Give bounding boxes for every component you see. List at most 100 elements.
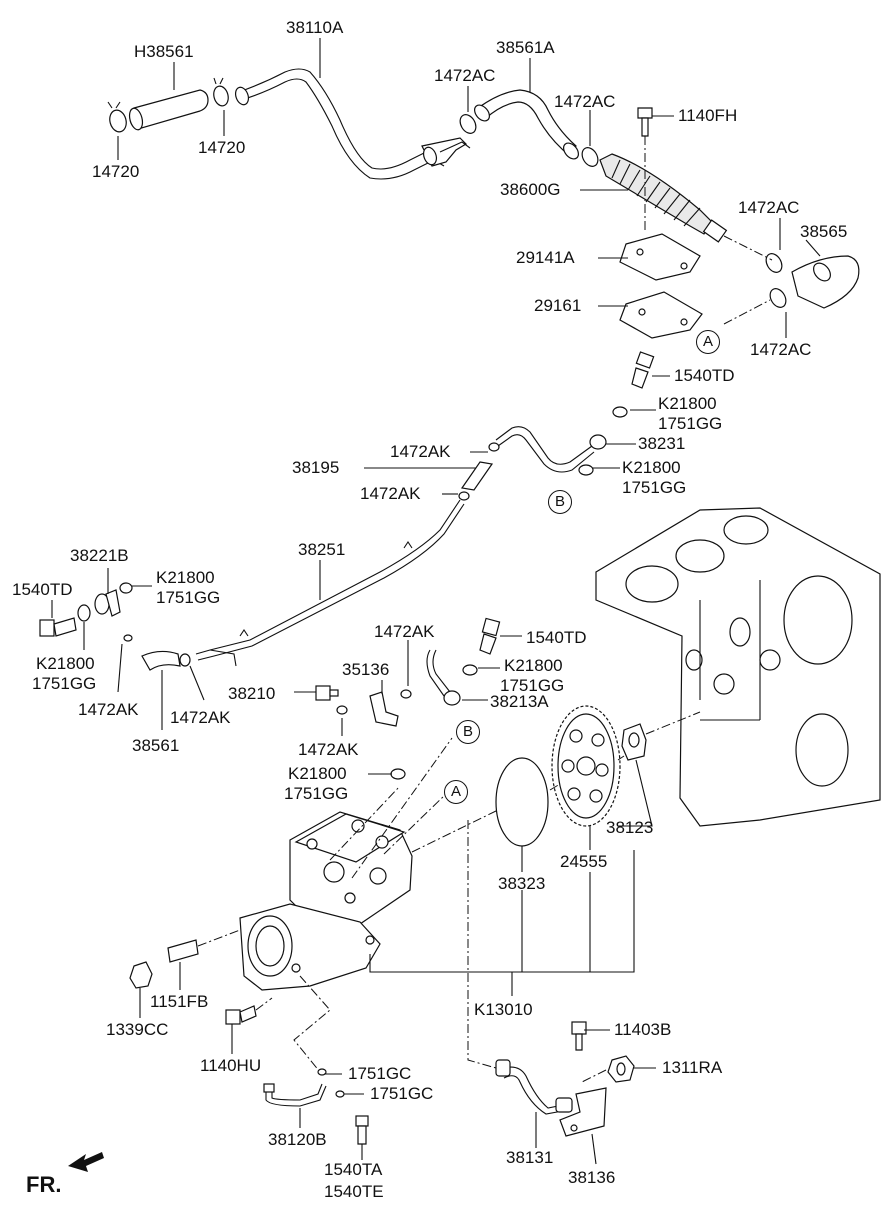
- label-k21800-d: K21800: [36, 654, 95, 673]
- bolt-1540td-c: [479, 617, 501, 655]
- label-38600g: 38600G: [500, 180, 561, 199]
- label-38123: 38123: [606, 818, 654, 837]
- hose-38565: [791, 255, 860, 309]
- label-14720-left: 14720: [92, 162, 140, 181]
- label-1472ac-b: 1472AC: [554, 92, 616, 111]
- label-38213a: 38213A: [490, 692, 549, 711]
- fitting-38210: [315, 685, 339, 701]
- label-38195: 38195: [292, 458, 340, 477]
- label-1472ak-e: 1472AK: [374, 622, 435, 641]
- label-38136: 38136: [568, 1168, 616, 1187]
- clamp-14720-mid: [213, 77, 229, 107]
- engine-block: [595, 507, 881, 827]
- clamp-1472ak-f: [336, 705, 348, 715]
- washer-k21800-f: [390, 768, 406, 780]
- washer-k21800-e: [462, 664, 478, 676]
- label-1751gg-e: 1751GG: [500, 676, 565, 695]
- label-38210: 38210: [228, 684, 276, 703]
- pipe-38231: [488, 426, 607, 476]
- label-29141a: 29141A: [516, 248, 575, 267]
- label-1472ak-b: 1472AK: [360, 484, 421, 503]
- air-compressor: [239, 811, 413, 991]
- nut-38123: [621, 723, 647, 761]
- label-h38561: H38561: [134, 42, 194, 61]
- label-1540td-a: 1540TD: [674, 366, 735, 385]
- label-1751gg-d: 1751GG: [32, 674, 97, 693]
- label-k21800-e: K21800: [504, 656, 563, 675]
- bolt-1540ta: [355, 1115, 369, 1145]
- clamp-1472ac-a: [459, 114, 477, 134]
- gasket-38323: [495, 757, 549, 847]
- fitting-38221b: [94, 589, 121, 617]
- label-1140hu: 1140HU: [200, 1056, 262, 1075]
- label-38131: 38131: [506, 1148, 554, 1167]
- label-38110a: 38110A: [286, 18, 344, 37]
- leader-lines: [51, 38, 821, 1165]
- label-k21800-c: K21800: [156, 568, 215, 587]
- bolt-11403b: [571, 1021, 587, 1051]
- label-38221b: 38221B: [70, 546, 129, 565]
- hose-38561a: [474, 89, 579, 160]
- label-38565: 38565: [800, 222, 848, 241]
- marker-a-top: A: [696, 330, 720, 354]
- label-1540td-c: 1540TD: [526, 628, 587, 647]
- label-14720-mid: 14720: [198, 138, 246, 157]
- clamp-1472ac-c: [765, 253, 783, 273]
- pipe-38110a: [234, 68, 471, 180]
- label-1472ak-c: 1472AK: [78, 700, 139, 719]
- front-direction-arrow: [68, 1152, 104, 1172]
- gasket-29161: [619, 291, 703, 339]
- gear-24555: [551, 705, 621, 827]
- label-38561a: 38561A: [496, 38, 555, 57]
- label-k13010: K13010: [474, 1000, 533, 1019]
- label-1140fh: 1140FH: [678, 106, 738, 125]
- label-1751gc-b: 1751GC: [370, 1084, 434, 1103]
- bolt-1540td-b: [39, 617, 77, 637]
- pipe-38251: [195, 499, 465, 667]
- label-1472ak-a: 1472AK: [390, 442, 451, 461]
- stud-1151fb: [167, 939, 199, 963]
- bolt-1140fh: [637, 107, 653, 137]
- nut-1339cc: [129, 961, 153, 989]
- label-1472ak-f: 1472AK: [298, 740, 359, 759]
- washer-k21800-c: [119, 582, 133, 594]
- front-direction-label: FR.: [26, 1172, 62, 1197]
- hose-38561: [141, 650, 191, 671]
- clamp-1472ac-b: [581, 147, 599, 167]
- clamp-1472ac-d: [769, 288, 787, 308]
- label-38120b: 38120B: [268, 1130, 327, 1149]
- label-11403b: 11403B: [614, 1020, 672, 1039]
- washer-k21800-b: [578, 464, 594, 476]
- marker-a-low: A: [444, 780, 468, 804]
- clamp-1472ak-c: [123, 634, 133, 642]
- label-1339cc: 1339CC: [106, 1020, 169, 1039]
- pipe-38131: [495, 1059, 573, 1115]
- label-1472ac-d: 1472AC: [750, 340, 812, 359]
- label-1751gg-c: 1751GG: [156, 588, 221, 607]
- label-1751gc-a: 1751GC: [348, 1064, 412, 1083]
- hose-38195: [458, 461, 494, 501]
- hose-h38561: [128, 89, 209, 131]
- pipe-38120b: [263, 1083, 327, 1107]
- label-35136: 35136: [342, 660, 390, 679]
- label-1540te: 1540TE: [324, 1182, 384, 1201]
- label-1472ac-c: 1472AC: [738, 198, 800, 217]
- label-k21800-b: K21800: [622, 458, 681, 477]
- label-29161: 29161: [534, 296, 582, 315]
- clamp-1472ak-e: [400, 689, 412, 699]
- label-24555: 24555: [560, 852, 608, 871]
- label-38561: 38561: [132, 736, 180, 755]
- label-k21800-f: K21800: [288, 764, 347, 783]
- marker-b-low: B: [456, 720, 480, 744]
- clamp-1472ak-b: [458, 491, 470, 501]
- label-1540ta: 1540TA: [324, 1160, 383, 1179]
- label-1311ra: 1311RA: [662, 1058, 723, 1077]
- label-1472ak-d: 1472AK: [170, 708, 231, 727]
- plate-29141a: [619, 233, 701, 281]
- nut-1311ra: [607, 1055, 635, 1083]
- label-k21800-a: K21800: [658, 394, 717, 413]
- elbow-35136: [369, 691, 399, 727]
- bolt-1140hu: [225, 1005, 257, 1025]
